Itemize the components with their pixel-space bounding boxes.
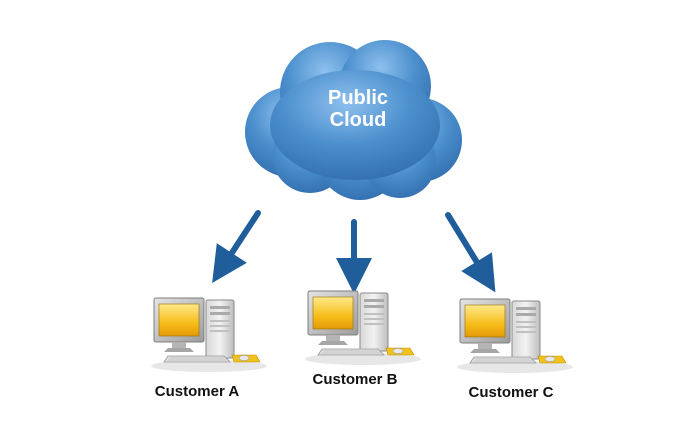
customer-b: Customer B xyxy=(304,290,422,388)
arrows xyxy=(212,210,496,294)
customer-a: Customer A xyxy=(150,297,268,400)
desktop-computer-icon xyxy=(150,297,268,373)
cloud-label-line2: Cloud xyxy=(330,109,387,131)
customer-b-label: Customer B xyxy=(312,371,397,388)
cloud-shape xyxy=(245,40,462,200)
desktop-computer-icon xyxy=(456,298,574,374)
public-cloud: Public Cloud xyxy=(245,40,462,200)
customer-a-label: Customer A xyxy=(155,383,240,400)
arrow-to-customer-a xyxy=(212,210,261,284)
customer-c: Customer C xyxy=(456,298,574,401)
arrow-to-customer-c xyxy=(445,212,496,293)
customer-c-label: Customer C xyxy=(468,384,553,401)
desktop-computer-icon xyxy=(304,290,422,366)
cloud-label-line1: Public xyxy=(328,87,388,109)
